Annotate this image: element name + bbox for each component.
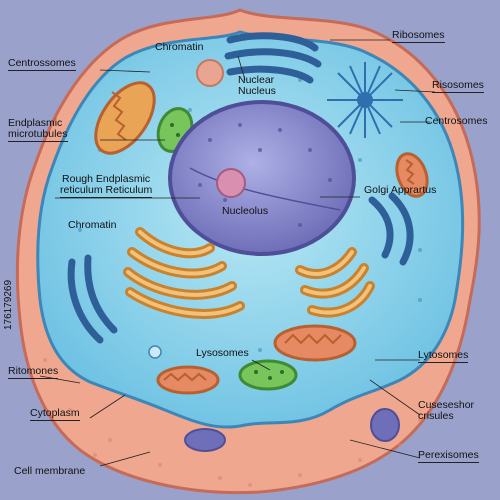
mitochondrion-left <box>94 81 156 155</box>
label-centrosomes-right: Centrosomes <box>425 115 488 127</box>
mitochondrion-bottom-left <box>156 365 220 395</box>
label-cuseseshor: Cuseseshor crisules <box>418 399 475 422</box>
label-ribosomes: Ribosomes <box>392 29 445 43</box>
label-golgi: Golgi Apprartus <box>364 184 437 196</box>
vesicle-bottom <box>148 345 162 359</box>
centrosome-star-icon <box>327 62 403 138</box>
nucleus <box>168 100 356 256</box>
rough-er-top <box>224 32 322 84</box>
er-left <box>67 254 118 344</box>
label-ritomones: Ritomones <box>8 365 59 379</box>
label-nuclear-nucleus: Nuclear Nucleus <box>238 74 276 97</box>
label-nucleolus: Nucleolus <box>222 205 269 217</box>
mitochondrion-bottom-right <box>273 324 357 362</box>
leader-lines <box>39 39 436 467</box>
green-organelle-bottom <box>238 359 298 391</box>
label-lysosomes: Lysosomes <box>196 347 249 359</box>
label-lytosomes: Lytosomes <box>418 349 469 363</box>
label-cytoplasm: Cytoplasm <box>30 407 80 421</box>
nucleolus-body <box>216 168 246 198</box>
membrane-vacuoles <box>184 408 400 452</box>
er-right <box>368 192 414 266</box>
label-perexisomes: Perexisomes <box>418 449 479 463</box>
membrane-texture <box>43 358 457 487</box>
label-risosomes: Risosomes <box>432 79 484 93</box>
mitochondrion-right <box>395 152 429 198</box>
label-chromatin-left: Chromatin <box>68 219 117 231</box>
label-rough-er: Rough Endplasmic reticulum Reticulum <box>60 173 153 198</box>
label-cell-membrane: Cell membrane <box>14 465 86 477</box>
vesicle-top <box>196 59 224 87</box>
label-centrossomes-left: Centrossomes <box>8 57 76 71</box>
golgi-right-highlight <box>298 250 372 315</box>
label-chromatin-top: Chromatin <box>155 41 204 53</box>
label-endoplasmic-microtubules: Endplasmic microtubules <box>8 117 68 142</box>
watermark-id: 176179269 <box>3 279 14 330</box>
golgi-left-highlight <box>126 230 242 316</box>
